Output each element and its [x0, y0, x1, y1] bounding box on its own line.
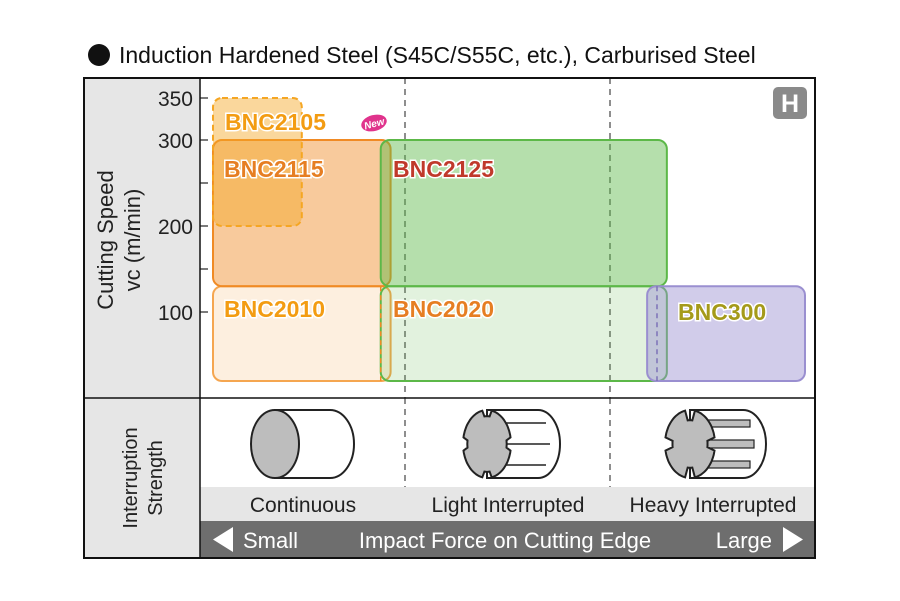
grade-label-bnc2125: BNC2125	[393, 156, 494, 182]
solid-cylinder-icon	[250, 409, 355, 479]
chart-title: Induction Hardened Steel (S45C/S55C, etc…	[88, 38, 756, 72]
y-tick-label: 200	[158, 216, 193, 239]
interruption-label-panel	[84, 398, 200, 558]
light-grooved-cylinder-icon	[462, 409, 561, 479]
chart-frame	[83, 77, 816, 559]
new-badge-text: New	[363, 116, 387, 132]
category-row	[200, 487, 815, 521]
grade-label-bnc2010: BNC2010	[224, 296, 325, 322]
grade-label-bnc2115: BNC2115	[224, 156, 324, 182]
grade-box-bnc2105	[212, 97, 303, 227]
interruption-label: Interruption	[120, 427, 142, 528]
grade-box-bnc2125	[379, 139, 668, 288]
chart-title-text: Induction Hardened Steel (S45C/S55C, etc…	[119, 41, 756, 68]
grade-label-bnc300: BNC300	[678, 299, 766, 325]
impact-large-label: Large	[716, 528, 772, 553]
bullet-icon	[88, 44, 110, 66]
y-tick-label: 350	[158, 88, 193, 111]
grade-label-bnc2105: BNC2105	[225, 109, 326, 135]
y-tick-label: 300	[158, 130, 193, 153]
arrow-left-icon	[213, 527, 233, 552]
material-badge	[773, 87, 807, 119]
impact-small-label: Small	[243, 528, 298, 553]
material-badge-text: H	[781, 90, 799, 118]
new-badge-icon	[361, 114, 387, 132]
arrow-right-icon	[783, 527, 803, 552]
grade-label-bnc2020: BNC2020	[393, 296, 494, 322]
category-label-light: Light Interrupted	[432, 494, 585, 517]
y-tick-marks	[200, 97, 208, 313]
y-label-panel	[84, 78, 200, 398]
grade-box-bnc300	[646, 285, 806, 383]
interruption-label-strength: Strength	[145, 440, 167, 516]
impact-force-bar	[200, 521, 815, 558]
category-label-heavy: Heavy Interrupted	[630, 494, 797, 517]
impact-force-label: Impact Force on Cutting Edge	[359, 528, 651, 553]
plot-area	[200, 78, 815, 398]
y-tick-labels: 100 200 300 350	[158, 88, 193, 325]
category-label-continuous: Continuous	[250, 494, 356, 517]
y-axis-label: Cutting Speed	[93, 170, 118, 309]
y-axis-unit: vc (m/min)	[120, 189, 145, 292]
heavy-grooved-cylinder-icon	[664, 409, 767, 479]
y-tick-label: 100	[158, 302, 193, 325]
